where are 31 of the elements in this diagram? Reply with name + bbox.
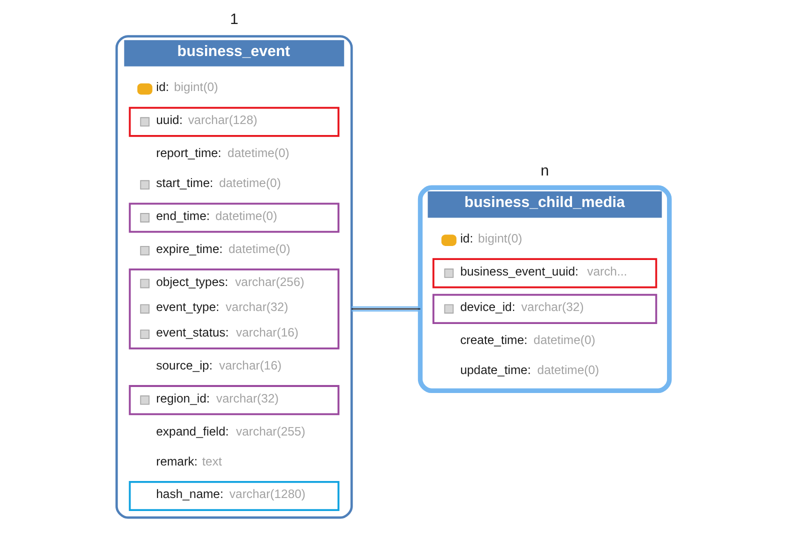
node-label: business_event_uuid: varch...	[460, 264, 628, 278]
cluster	[128, 385, 340, 416]
node-text: expand_field: varchar(255)	[156, 424, 306, 438]
node-text: hash_name: varchar(1280)	[156, 487, 306, 502]
node-label: uuid: varchar(128)	[156, 113, 258, 128]
node-label: event_type: varchar(32)	[156, 300, 288, 314]
node-text: source_ip: varchar(16)	[156, 358, 282, 372]
node-label: start_time: datetime(0)	[156, 176, 281, 190]
node-label: id: bigint(0)	[156, 80, 218, 94]
node-text: remark: text	[156, 454, 222, 468]
node-label: expire_time: datetime(0)	[156, 242, 290, 256]
connector	[352, 306, 420, 312]
node-label: device_id: varchar(32)	[460, 300, 584, 314]
cluster	[128, 202, 340, 233]
node-label: id: bigint(0)	[460, 232, 522, 246]
node-box	[137, 83, 152, 95]
node-label: end_time: datetime(0)	[156, 208, 278, 223]
cluster	[128, 480, 340, 512]
cluster	[432, 258, 658, 288]
cluster	[432, 294, 658, 324]
node-label: region_id: varchar(32)	[156, 391, 279, 406]
label: 1	[230, 10, 238, 28]
node-text: create_time: datetime(0)	[460, 333, 596, 348]
node-text: report_time: datetime(0)	[156, 146, 290, 160]
cluster	[128, 106, 340, 137]
node-label: event_status: varchar(16)	[156, 326, 299, 340]
node-label: object_types: varchar(256)	[156, 274, 304, 289]
label: n	[540, 162, 549, 180]
node-box	[441, 234, 456, 246]
cluster	[128, 268, 340, 350]
node-text: update_time: datetime(0)	[460, 363, 600, 378]
